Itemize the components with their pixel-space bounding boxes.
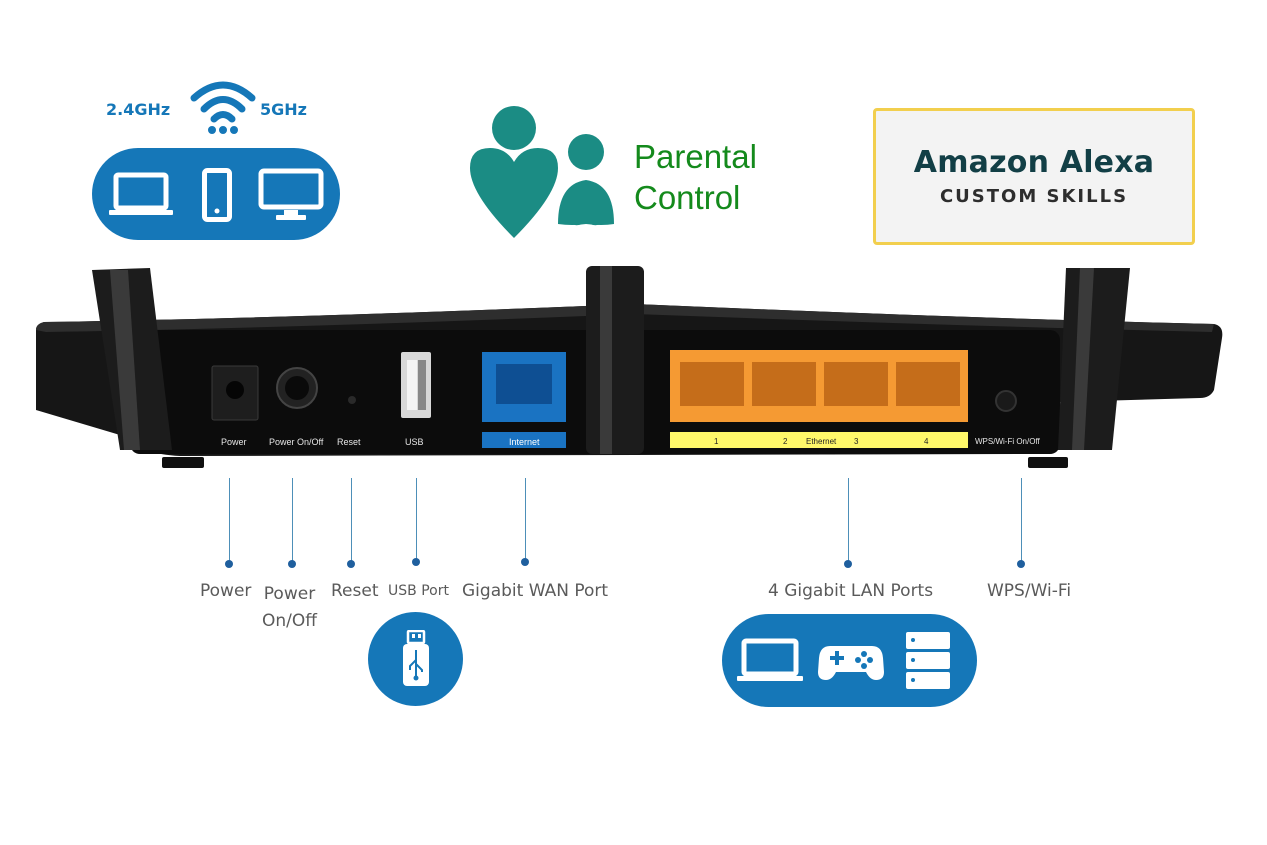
callout-label-usb-port: USB Port (388, 583, 449, 599)
usb-drive-icon (403, 630, 429, 686)
callout-line-power (229, 478, 230, 564)
wifi-icon (190, 81, 256, 134)
callout-line-power-onoff (292, 478, 293, 564)
parental-control-icon (470, 106, 614, 238)
band-5-label: 5GHz (260, 100, 307, 119)
callout-label-power-onoff-2: On/Off (262, 611, 317, 631)
monitor-icon (258, 168, 324, 220)
callout-label-wan: Gigabit WAN Port (462, 581, 609, 601)
strip-label-eth2: 2 (783, 437, 788, 446)
laptop-icon (737, 638, 803, 681)
strip-label-power: Power (221, 437, 247, 447)
callout-label-wps: WPS/Wi-Fi (987, 581, 1072, 601)
strip-label-usb: USB (405, 437, 424, 447)
gamepad-icon (818, 646, 884, 680)
parental-control-label: Parental Control (634, 136, 757, 218)
strip-label-eth4: 4 (924, 437, 929, 446)
laptop-icon (109, 172, 173, 215)
wifi-badge: 2.4GHz 5GHz (92, 76, 342, 246)
callout-label-reset: Reset (331, 581, 379, 601)
callout-dot-usb (412, 558, 420, 566)
alexa-subtitle: CUSTOM SKILLS (939, 186, 1129, 207)
alexa-title: Amazon Alexa (913, 145, 1155, 180)
callout-dot-power-onoff (288, 560, 296, 568)
strip-label-wps: WPS/Wi-Fi On/Off (975, 437, 1040, 446)
wifi-devices-pill (92, 148, 340, 240)
callout-dot-wps (1017, 560, 1025, 568)
strip-label-internet: Internet (509, 437, 540, 447)
callout-line-usb (416, 478, 417, 562)
callout-dot-wan (521, 558, 529, 566)
callout-line-lan (848, 478, 849, 564)
callout-dot-lan (844, 560, 852, 568)
alexa-box: Amazon Alexa CUSTOM SKILLS (873, 108, 1195, 245)
callout-label-power: Power (200, 581, 252, 601)
server-icon (906, 632, 950, 689)
callout-line-reset (351, 478, 352, 564)
strip-label-eth1: 1 (714, 437, 719, 446)
band-24-label: 2.4GHz (106, 100, 171, 119)
callout-label-lan: 4 Gigabit LAN Ports (768, 581, 934, 601)
callout-label-power-onoff: Power On/Off (262, 581, 317, 635)
callout-line-wps (1021, 478, 1022, 564)
usb-circle (368, 612, 463, 706)
callout-dot-reset (347, 560, 355, 568)
parental-line2: Control (634, 179, 741, 216)
callout-dot-power (225, 560, 233, 568)
strip-label-reset: Reset (337, 437, 361, 447)
parental-line1: Parental (634, 138, 757, 175)
router-body (36, 266, 1223, 468)
callout-line-wan (525, 478, 526, 562)
strip-label-eth3: 3 (854, 437, 859, 446)
lan-devices-pill (722, 614, 977, 707)
strip-label-ethernet: Ethernet (806, 437, 837, 446)
strip-label-power-onoff: Power On/Off (269, 437, 324, 447)
callout-label-power-onoff-1: Power (263, 584, 316, 604)
phone-icon (202, 168, 232, 222)
